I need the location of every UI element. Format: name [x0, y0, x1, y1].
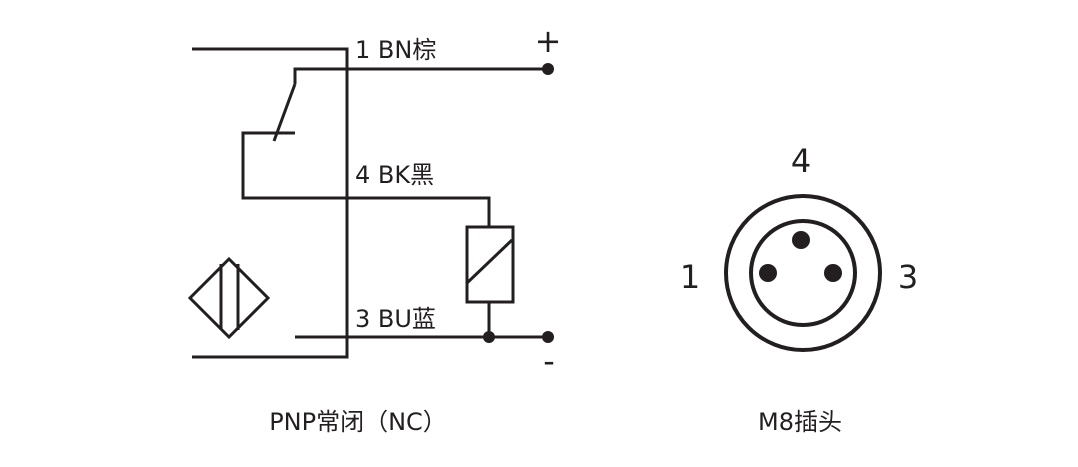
wire1-label: 1 BN棕 [355, 36, 436, 64]
minus-label: - [543, 342, 555, 380]
plus-label: + [535, 22, 562, 60]
sensor-housing [192, 47, 349, 359]
wiring-caption: PNP常闭（NC） [269, 408, 447, 436]
load-diagonal [465, 238, 514, 285]
junction-dot [483, 331, 495, 343]
connector-caption: M8插头 [758, 408, 842, 436]
wire-brown [293, 67, 548, 84]
wire3-label: 3 BU蓝 [355, 305, 436, 333]
terminal-plus-dot [542, 63, 554, 75]
pin3-label: 3 [898, 258, 918, 296]
connector-outer-ring [724, 194, 882, 352]
pin1-label: 1 [680, 258, 700, 296]
load-resistor [465, 225, 515, 304]
sensor-symbol-icon [187, 256, 271, 340]
pin3-dot [824, 264, 842, 282]
pin4-label: 4 [791, 142, 811, 180]
pin1-dot [759, 264, 777, 282]
pin4-dot [792, 231, 810, 249]
connector-inner-ring [749, 219, 857, 327]
terminal-minus-dot [542, 331, 554, 343]
switch-loop [241, 131, 491, 227]
wire4-label: 4 BK黑 [355, 161, 434, 189]
